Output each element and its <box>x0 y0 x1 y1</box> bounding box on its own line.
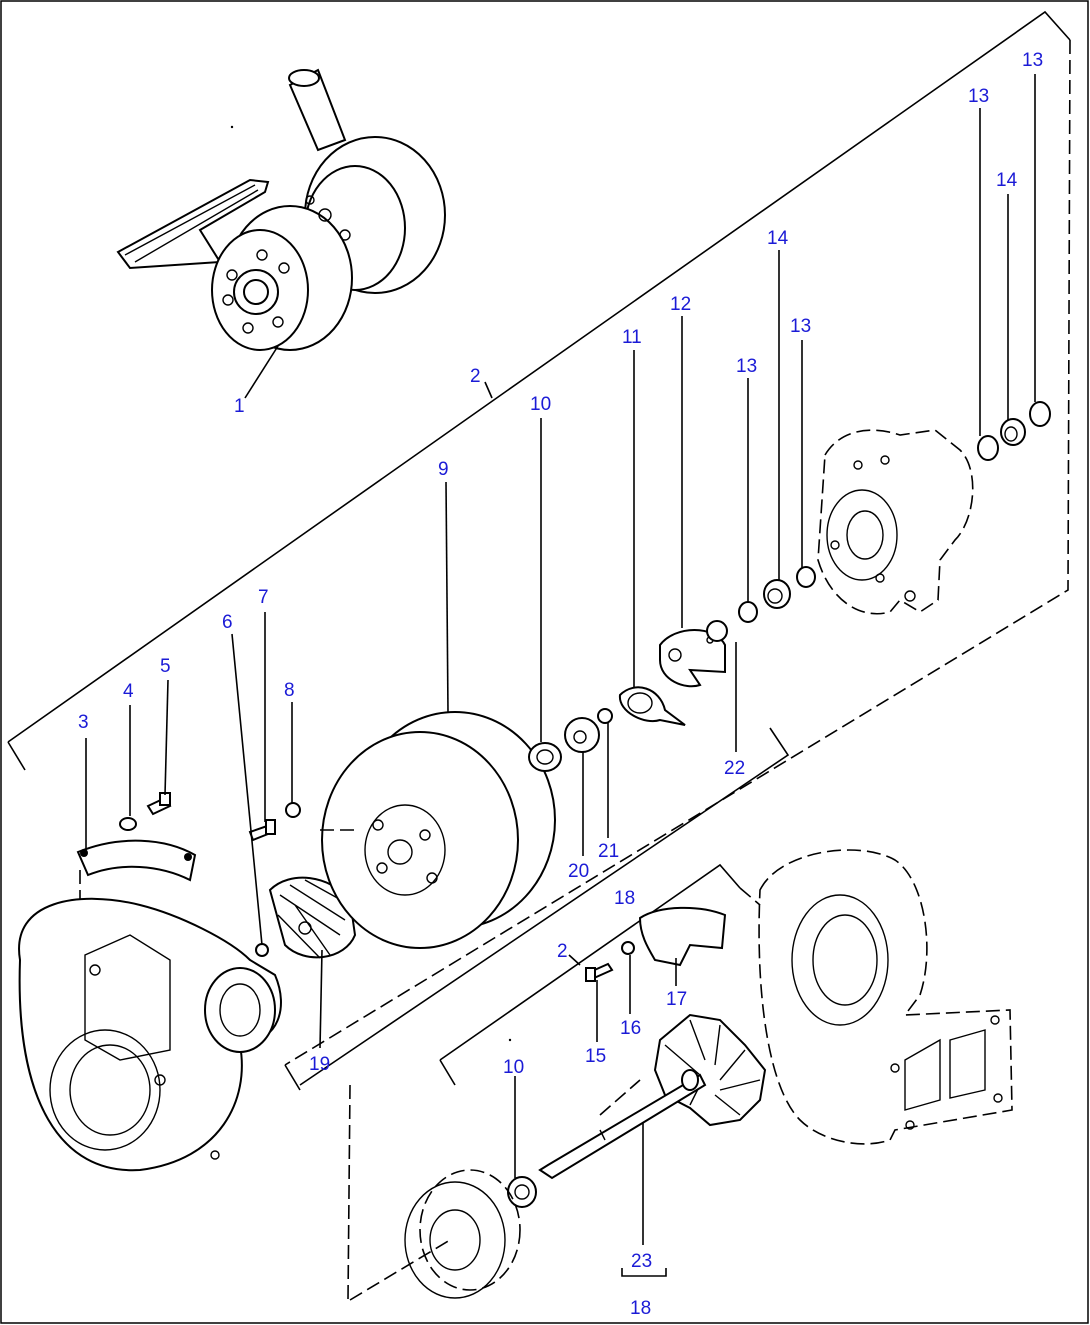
callout-15: 15 <box>585 1046 606 1067</box>
turbine-shaft-part-23 <box>538 1013 767 1180</box>
callout-16: 16 <box>620 1018 641 1039</box>
group-18-bracket <box>299 727 790 1301</box>
callout-4: 4 <box>123 681 134 702</box>
plate-part-3 <box>76 839 197 882</box>
callout-6: 6 <box>222 612 233 633</box>
callout-23: 23 <box>631 1251 652 1272</box>
bolt-part-7 <box>248 819 276 842</box>
compressor-housing-part <box>18 870 282 1172</box>
callout-8: 8 <box>284 680 295 701</box>
leader-lines <box>85 74 1036 1277</box>
bolt-part-15 <box>585 962 614 982</box>
thrust-collar-part-20 <box>564 717 600 753</box>
snap-ring-part-13b <box>796 566 816 588</box>
callout-13-a: 13 <box>1022 50 1043 71</box>
group-2-bracket <box>7 10 1071 1091</box>
bearing-part-14b <box>1000 418 1026 446</box>
snap-ring-part-13a <box>738 601 758 623</box>
washer-part-8 <box>285 802 301 818</box>
stray-dot <box>508 1038 512 1042</box>
callout-13-d: 13 <box>736 356 757 377</box>
callout-18-bottom: 18 <box>630 1298 651 1319</box>
callout-3: 3 <box>78 712 89 733</box>
ring-part-21 <box>597 708 613 724</box>
callout-5: 5 <box>160 656 171 677</box>
bearing-part-14a <box>763 579 791 609</box>
seal-plate-lower-part <box>404 1169 521 1299</box>
snap-ring-part-13d <box>1029 401 1051 427</box>
callout-14-b: 14 <box>767 228 789 249</box>
turbine-housing-part <box>758 849 1013 1145</box>
callout-1: 1 <box>234 396 245 417</box>
washer-part-16 <box>621 941 635 955</box>
washer-part-22 <box>706 620 728 642</box>
callout-22: 22 <box>724 758 745 779</box>
callout-18-middle: 18 <box>614 888 635 909</box>
bearing-part-10-upper <box>528 742 562 772</box>
heat-shield-part-17 <box>638 906 727 967</box>
bolt-part-5 <box>146 792 172 816</box>
callout-21: 21 <box>598 841 619 862</box>
snap-ring-part-13c <box>977 435 999 461</box>
callout-labels: 1 2 2 3 4 5 6 7 8 9 10 10 11 12 13 13 13… <box>78 50 1043 1319</box>
seal-plate-part-11 <box>618 686 686 726</box>
callout-12: 12 <box>670 294 691 315</box>
callout-14-a: 14 <box>996 170 1018 191</box>
callout-20: 20 <box>568 861 589 882</box>
center-housing-part-9 <box>320 711 556 949</box>
callout-2-lower: 2 <box>557 941 568 962</box>
callout-19: 19 <box>309 1054 330 1075</box>
callout-10-upper: 10 <box>530 394 551 415</box>
callout-11: 11 <box>622 327 642 348</box>
callout-13-c: 13 <box>790 316 811 337</box>
turbocharger-assembly-part <box>116 68 446 351</box>
nut-part-6 <box>255 943 269 957</box>
callout-9: 9 <box>438 459 449 480</box>
washer-part-4 <box>119 817 137 831</box>
stray-dot <box>230 125 234 129</box>
bearing-part-10-lower <box>507 1176 537 1208</box>
bearing-housing-part <box>817 429 974 615</box>
callout-2-upper: 2 <box>470 366 481 387</box>
callout-10-lower: 10 <box>503 1057 524 1078</box>
callout-7: 7 <box>258 587 269 608</box>
callout-13-b: 13 <box>968 86 989 107</box>
callout-17: 17 <box>666 989 687 1010</box>
